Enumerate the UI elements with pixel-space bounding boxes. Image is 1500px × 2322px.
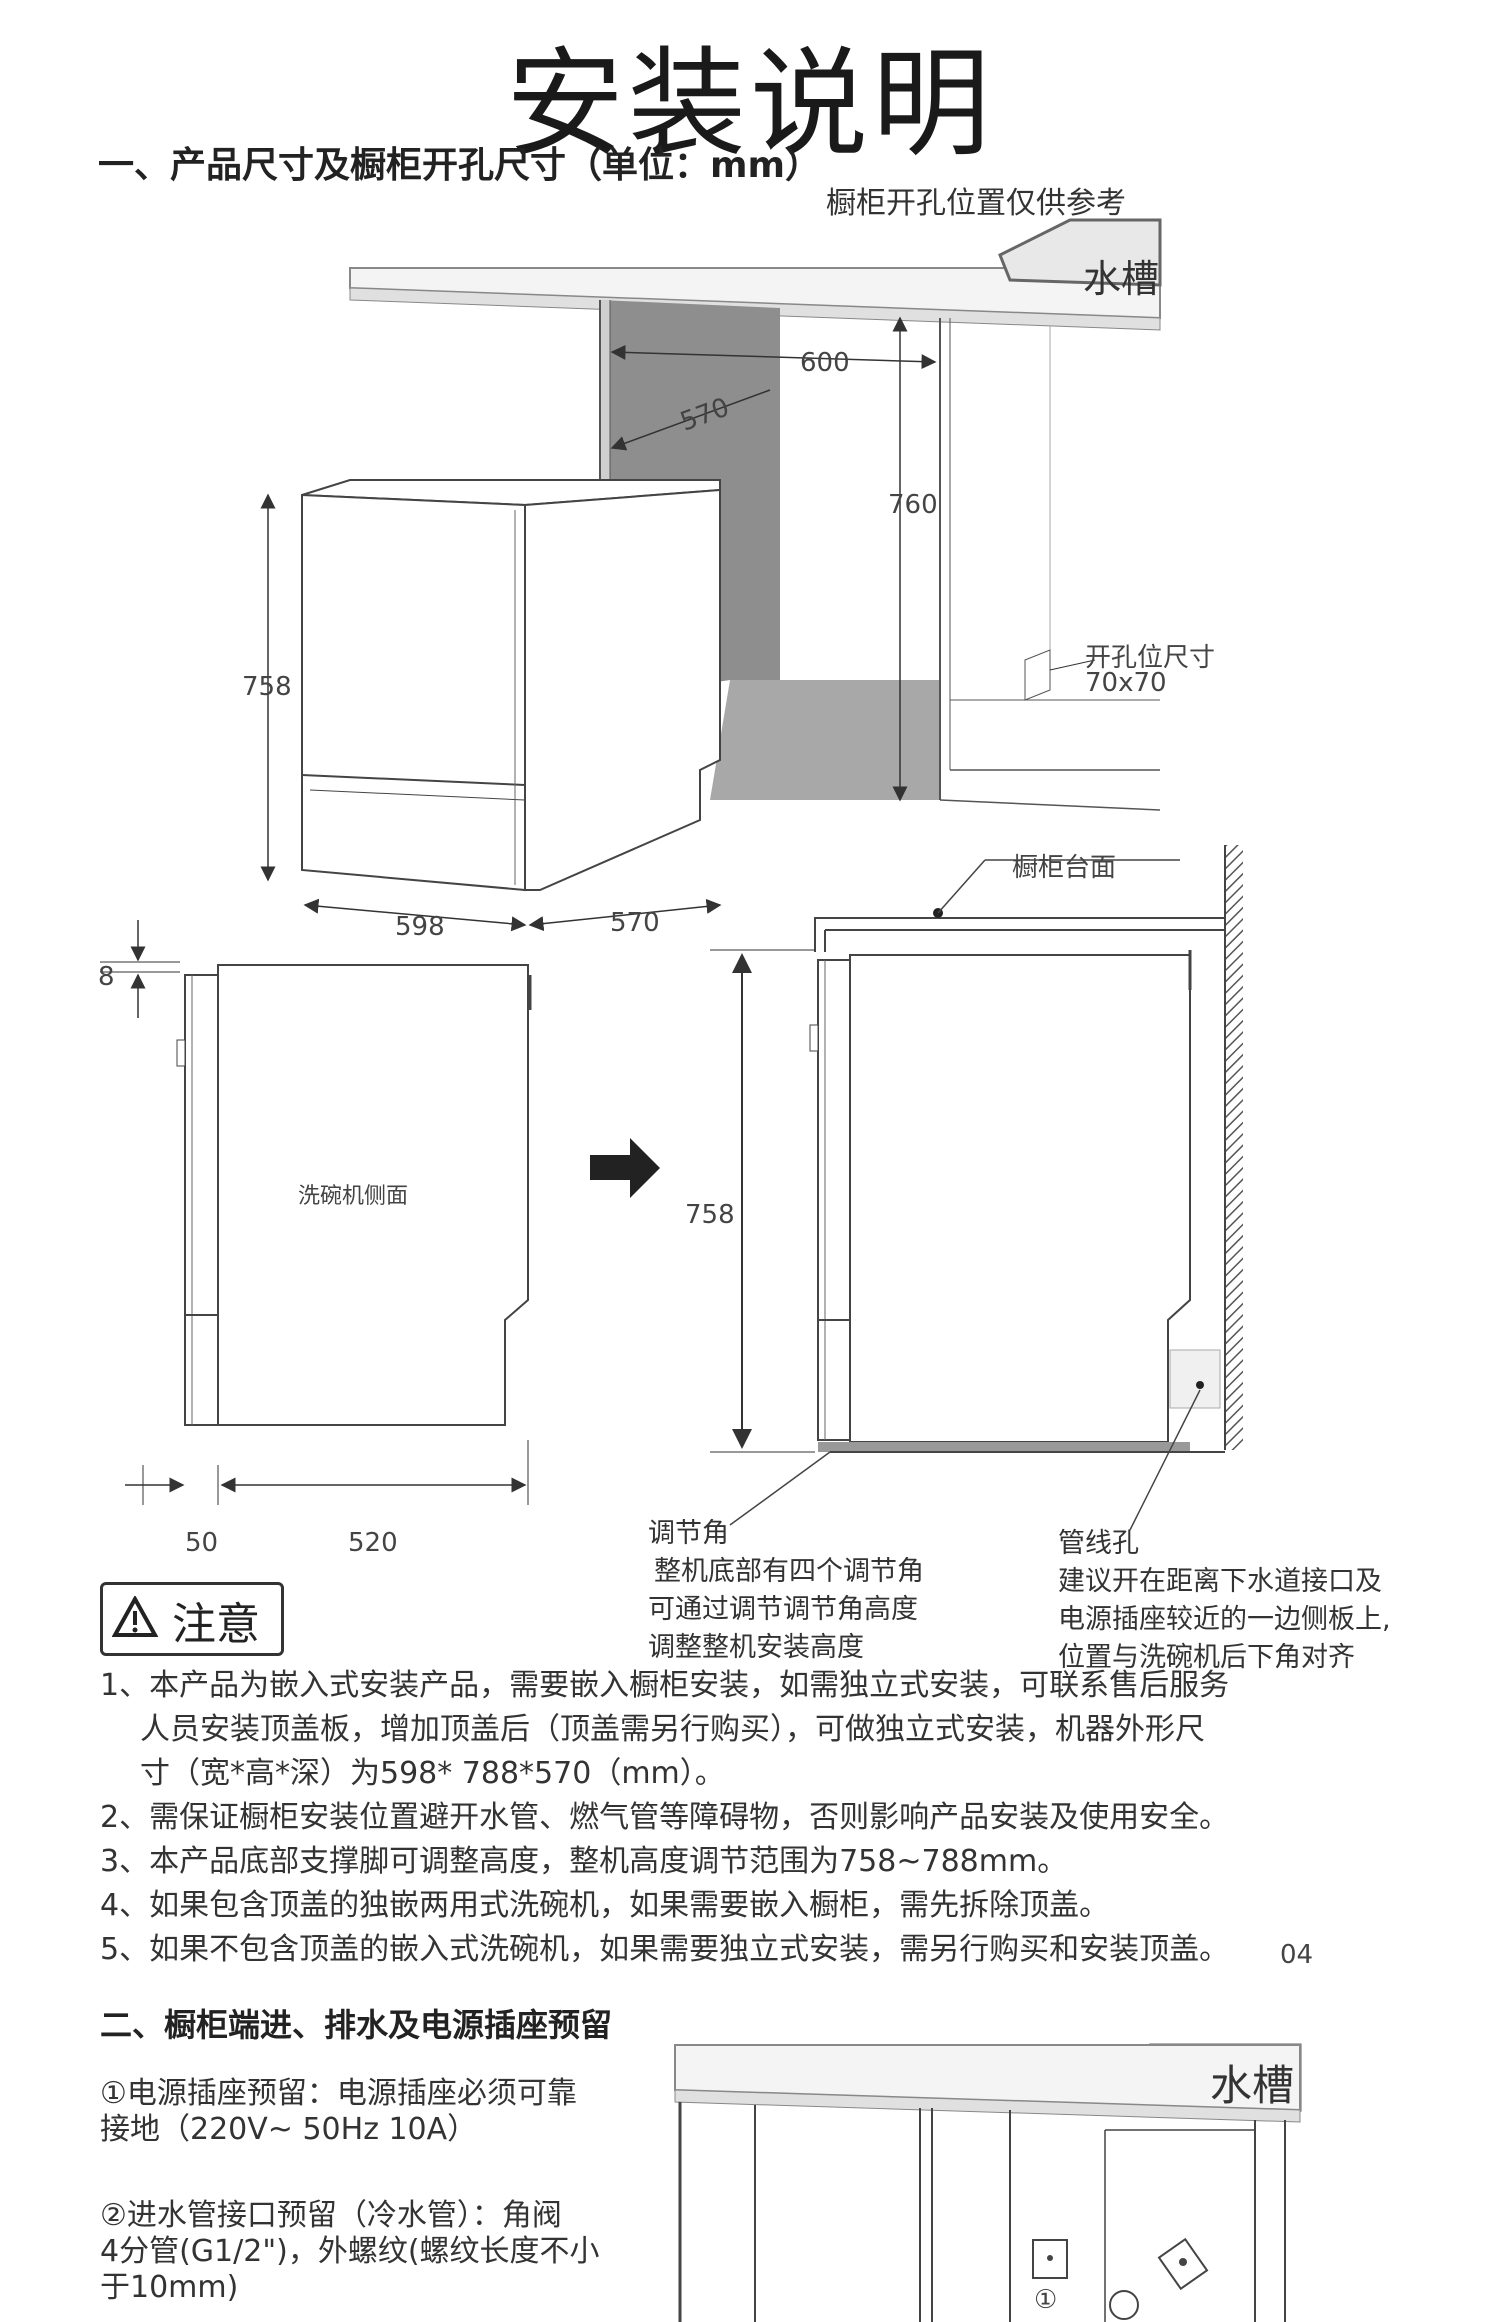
dim-600: 600 [800,348,850,378]
sink-label-2: 水槽 [1210,2061,1295,2110]
dim-758-left: 758 [242,672,292,702]
pipe-line-3: 位置与洗碗机后下角对齐 [1058,1642,1355,1673]
adjust-title: 调节角 [648,1518,729,1549]
section2-heading: 二、橱柜端进、排水及电源插座预留 [100,2006,613,2044]
notice-box [100,1582,284,1656]
hole-label: 开孔位尺寸 [1085,643,1216,673]
item2-line-3: 于10mm) [100,2270,239,2305]
notice-item-3: 3、本产品底部支撑脚可调整高度，整机高度调节范围为758~788mm。 [100,1844,1068,1879]
dim-50: 50 [185,1528,219,1558]
adjust-line-3: 调整整机安装高度 [648,1632,864,1663]
item1-line-2: 接地（220V~ 50Hz 10A） [100,2112,478,2147]
notice-item-1a: 1、本产品为嵌入式安装产品，需要嵌入橱柜安装，如需独立式安装，可联系售后服务 [100,1668,1230,1703]
pipe-callout: 管线孔 建议开在距离下水道接口及 电源插座较近的一边侧板上, 位置与洗碗机后下角… [1058,1525,1391,1677]
notice-item-2: 2、需保证橱柜安装位置避开水管、燃气管等障碍物，否则影响产品安装及使用安全。 [100,1800,1230,1835]
dim-758-right: 758 [685,1200,735,1230]
notice-item-5: 5、如果不包含顶盖的嵌入式洗碗机，如果需要独立式安装，需另行购买和安装顶盖。 [100,1932,1230,1967]
adjust-line-1: 整机底部有四个调节角 [654,1556,924,1587]
marker-1: ① [1034,2285,1058,2315]
notice-list: 1、本产品为嵌入式安装产品，需要嵌入橱柜安装，如需独立式安装，可联系售后服务 人… [100,1664,1229,1972]
item2-line-2: 4分管(G1/2")，外螺纹(螺纹长度不小 [100,2234,600,2269]
notice-item-4: 4、如果包含顶盖的独嵌两用式洗碗机，如果需要嵌入橱柜，需先拆除顶盖。 [100,1888,1110,1923]
hole-size: 70x70 [1085,668,1167,698]
item1-line-1: ①电源插座预留：电源插座必须可靠 [100,2076,577,2111]
notice-item-1b: 人员安装顶盖板，增加顶盖后（顶盖需另行购买），可做独立式安装，机器外形尺 [140,1712,1205,1747]
dim-8: 8 [98,962,115,992]
notice-label: 注意 [172,1599,260,1650]
dim-598: 598 [395,912,445,942]
adjust-line-2: 可通过调节调节角高度 [648,1594,918,1625]
dim-520: 520 [348,1528,398,1558]
pipe-title: 管线孔 [1058,1528,1139,1559]
section1-heading: 一、产品尺寸及橱柜开孔尺寸（单位：mm） [98,145,822,186]
notice-item-1c: 寸（宽*高*深）为598* 788*570（mm）。 [140,1756,725,1791]
section2-item2: ②进水管接口预留（冷水管）：角阀 4分管(G1/2")，外螺纹(螺纹长度不小 于… [100,2198,600,2306]
item2-line-1: ②进水管接口预留（冷水管）：角阀 [100,2198,562,2233]
cabinet-ref-note: 橱柜开孔位置仅供参考 [826,186,1126,221]
page-title: 安装说明 [505,35,994,173]
warning-icon [112,1596,158,1637]
countertop-label: 橱柜台面 [1012,853,1117,883]
page-number: 04 [1280,1940,1314,1970]
dim-760: 760 [888,490,938,520]
pipe-line-2: 电源插座较近的一边侧板上, [1058,1604,1391,1635]
dim-570-bottom: 570 [610,908,660,938]
sink-label: 水槽 [1083,257,1160,301]
adjust-callout: 调节角 整机底部有四个调节角 可通过调节调节角高度 调整整机安装高度 [648,1515,924,1667]
section2-item1: ①电源插座预留：电源插座必须可靠 接地（220V~ 50Hz 10A） [100,2076,577,2148]
side-label: 洗碗机侧面 [298,1184,409,1209]
pipe-line-1: 建议开在距离下水道接口及 [1058,1566,1382,1597]
